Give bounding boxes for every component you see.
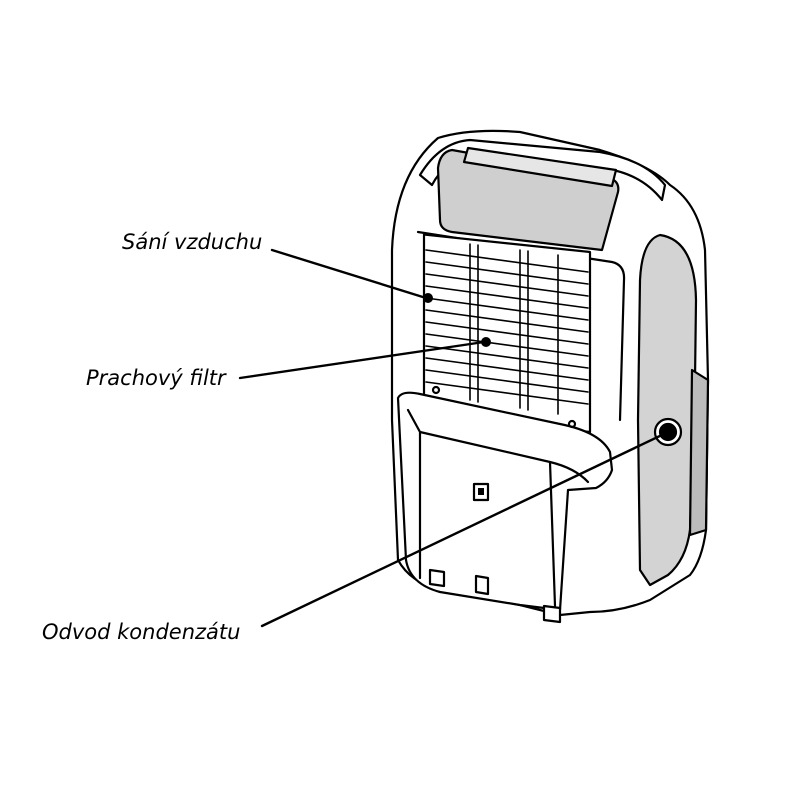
- leader-condensate-drain: [260, 432, 666, 628]
- handle-bar: [462, 146, 618, 188]
- side-strip: [688, 368, 710, 537]
- side-panel: [636, 233, 698, 587]
- leader-dust-filter: [238, 340, 486, 380]
- front-face: [416, 230, 626, 422]
- label-air-intake: Sání vzduchu: [122, 230, 263, 254]
- label-condensate-drain: Odvod kondenzátu: [42, 620, 241, 644]
- leader-lines: [238, 248, 666, 628]
- water-tank: [396, 391, 614, 612]
- tank-front: [406, 408, 590, 608]
- leader-air-intake: [270, 248, 428, 300]
- foot-mid: [474, 574, 490, 596]
- foot-right: [542, 604, 562, 624]
- label-dust-filter: Prachový filtr: [86, 366, 226, 390]
- dehumidifier-unit: [390, 129, 710, 624]
- grille-slats: [425, 243, 589, 415]
- foot-left: [428, 568, 446, 588]
